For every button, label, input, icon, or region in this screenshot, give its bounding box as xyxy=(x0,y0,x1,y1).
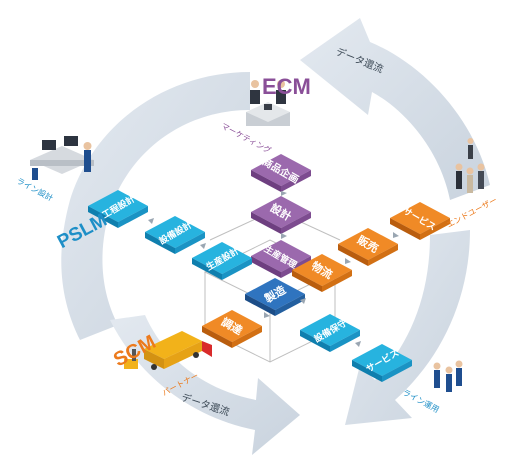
tile-product-plan[interactable]: 商品企画 xyxy=(251,154,311,192)
tile-connectors xyxy=(148,191,399,347)
tile-design[interactable]: 設計 xyxy=(251,196,311,234)
tile-logistics[interactable]: 物流 xyxy=(292,254,352,292)
tile-service-bottom[interactable]: サービス xyxy=(352,344,412,382)
line-operation-label: ライン運用 xyxy=(401,388,441,415)
tile-production-design[interactable]: 生産設計 xyxy=(192,242,252,280)
line-operation-illustration xyxy=(433,360,463,392)
cycle-arrow-left xyxy=(61,72,250,340)
design-desk-illustration xyxy=(30,136,94,180)
tile-manufacturing[interactable]: 製造 xyxy=(245,278,305,316)
tile-sales[interactable]: 販売 xyxy=(338,228,398,266)
end-users-illustration xyxy=(455,138,485,193)
tile-production-management[interactable]: 生産管理 xyxy=(251,240,311,278)
office-illustration xyxy=(246,80,290,126)
tile-equipment-maintenance[interactable]: 設備保守 xyxy=(300,314,360,352)
tile-procurement[interactable]: 調達 xyxy=(202,310,262,348)
tile-equipment-design[interactable]: 設備設計 xyxy=(145,216,205,254)
truck-illustration xyxy=(124,331,212,370)
tiles: 商品企画 設計 生産管理 工程設計 設備設計 xyxy=(88,154,450,382)
cycle-arrow-top xyxy=(300,18,490,200)
ecm-label: ECM xyxy=(262,74,311,99)
tile-service-top[interactable]: サービス xyxy=(390,202,450,240)
end-user-label: エンドユーザー xyxy=(445,195,499,229)
tile-process-design[interactable]: 工程設計 xyxy=(88,190,148,228)
cycle-arrow-right xyxy=(345,230,470,425)
